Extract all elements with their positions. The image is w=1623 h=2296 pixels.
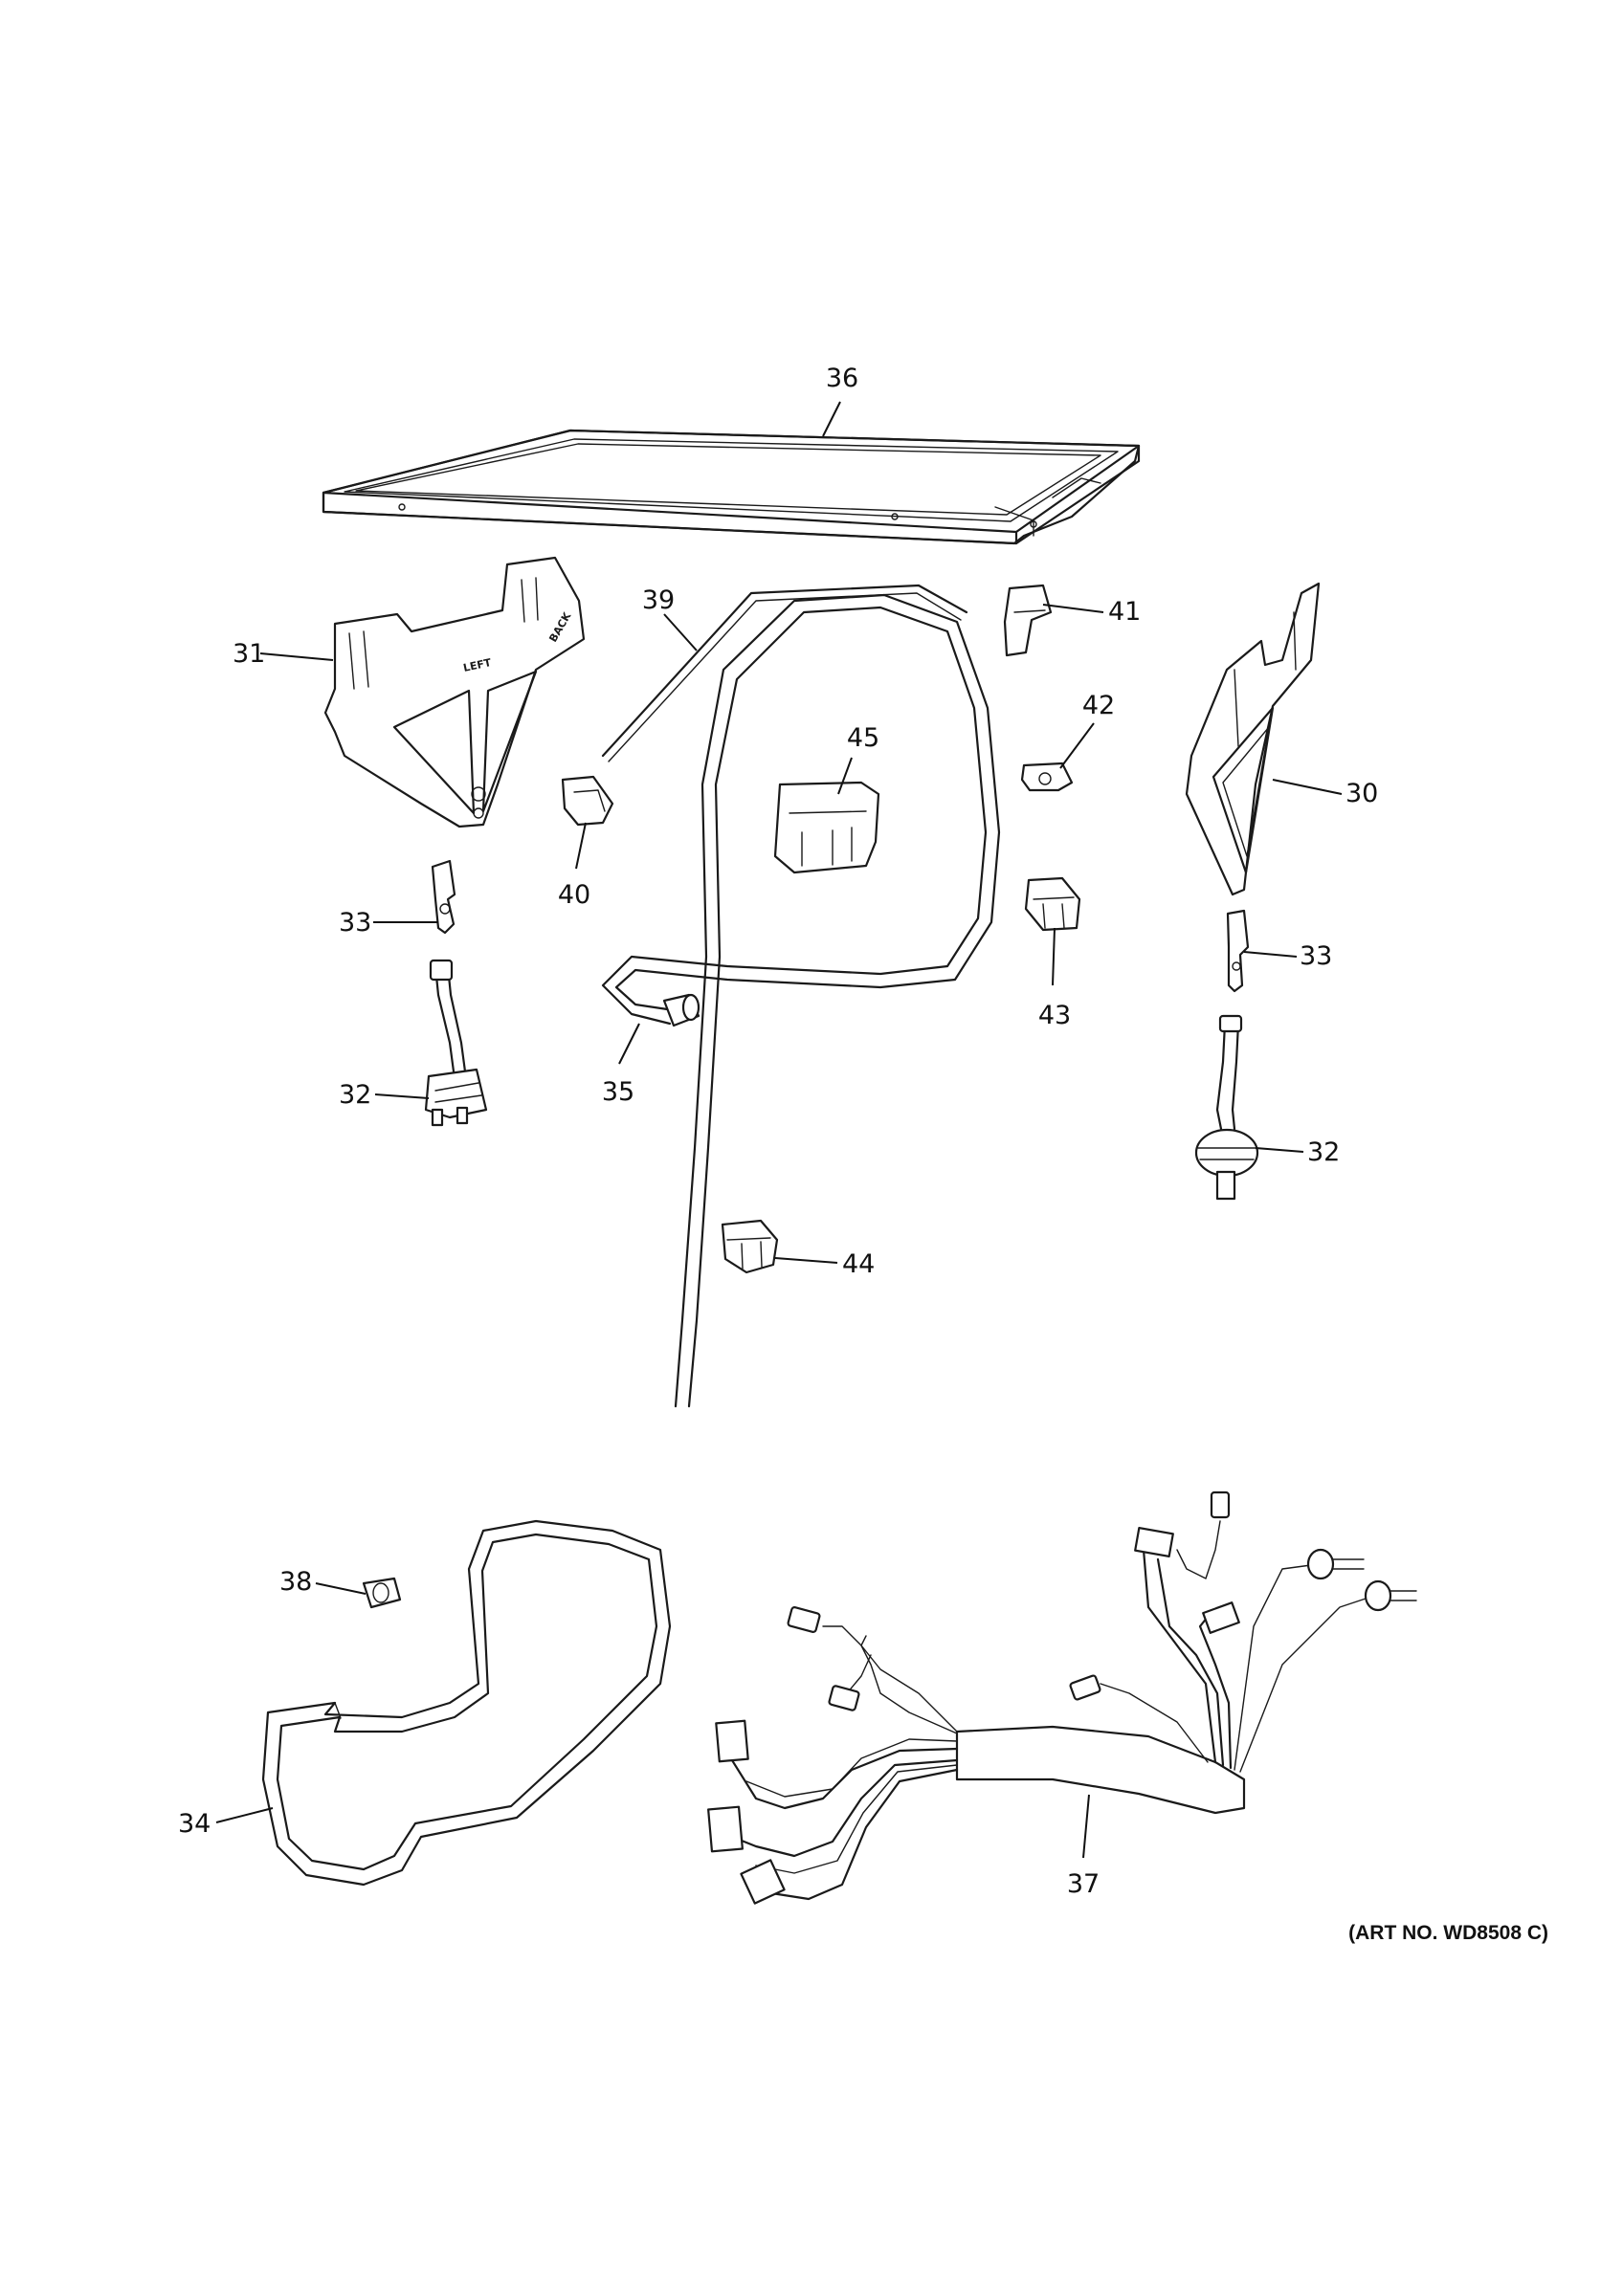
callout-37: 37 [1067,1869,1100,1899]
callout-34: 34 [178,1809,211,1839]
part-43-holder [1024,876,1081,932]
callout-33-right: 33 [1300,941,1332,971]
leader-lines [215,401,1343,1859]
callout-36: 36 [826,364,858,393]
part-30-right-bracket [1185,582,1321,896]
part-44-holder [721,1219,779,1274]
callout-41: 41 [1108,597,1141,627]
part-41-fitting [1003,584,1053,657]
part-40-clip [561,775,614,827]
callout-31: 31 [233,639,265,669]
callout-40: 40 [558,880,590,910]
part-32-right-switch [1194,1014,1259,1201]
part-45-holder [773,781,880,874]
callout-38: 38 [279,1567,312,1597]
part-31-left-bracket: LEFT BACK [323,556,586,828]
part-37-wire-harness [707,1490,1417,1905]
callout-35: 35 [602,1077,634,1107]
callout-33-left: 33 [339,908,371,938]
part-42-small-clip [1020,762,1074,792]
art-number: (ART NO. WD8508 C) [1348,1922,1548,1944]
part-36-glass-frame [322,429,1141,545]
callout-39: 39 [642,585,675,615]
callout-30: 30 [1345,779,1378,808]
callout-42: 42 [1082,691,1115,720]
callout-labels: 36 31 30 33 33 32 32 39 40 41 42 45 43 4… [178,364,1378,1899]
part-39-rod [601,584,968,762]
bracket-embossing-left: LEFT [462,656,493,674]
callout-32-left: 32 [339,1080,371,1110]
callout-44: 44 [842,1249,875,1279]
callout-45: 45 [847,723,879,753]
part-34-drain-hose [261,1519,672,1887]
part-33-left-clip [431,859,456,935]
part-38-clamp [362,1577,402,1609]
part-35-hose [601,593,1001,1408]
part-33-right-clip [1226,909,1250,993]
callout-32-right: 32 [1307,1137,1340,1167]
part-32-left-switch [424,959,488,1127]
callout-43: 43 [1038,1001,1071,1030]
